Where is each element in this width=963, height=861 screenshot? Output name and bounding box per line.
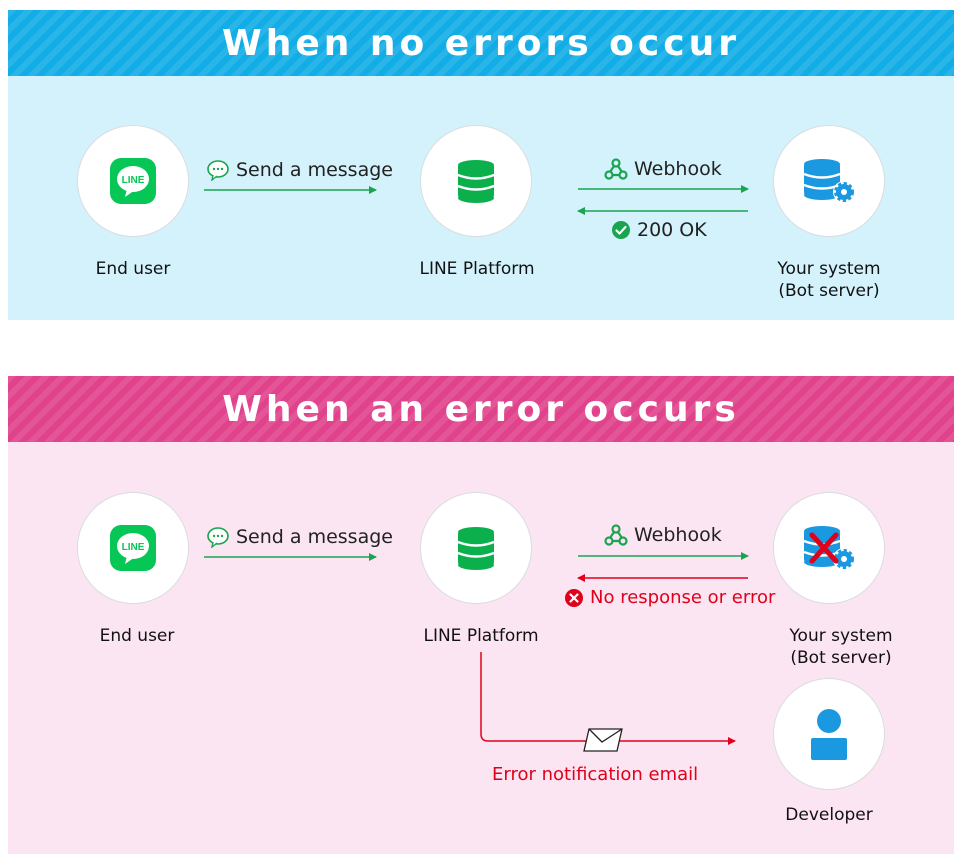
notification-label: Error notification email: [492, 764, 699, 785]
end-user-label: End user: [95, 259, 171, 279]
line-logo-text: LINE: [122, 542, 145, 553]
server-gear-icon: [803, 159, 855, 203]
end-user-node: LINE: [77, 492, 189, 604]
your-system-label: Your system (Bot server): [729, 258, 929, 302]
error-panel: When an error occurs LINE End user LINE: [8, 376, 954, 854]
send-message-text: Send a message: [236, 526, 393, 548]
your-system-node: [773, 125, 885, 237]
webhook-icon: [604, 524, 628, 546]
ok-response-label: 200 OK: [611, 218, 707, 242]
line-platform-label: LINE Platform: [419, 259, 535, 279]
database-icon: [457, 160, 495, 203]
notification-arrow: [480, 652, 736, 745]
envelope-icon: [583, 728, 623, 752]
webhook-label: Webhook: [604, 523, 722, 547]
your-system-label-line2: (Bot server): [778, 281, 880, 301]
end-user-node: LINE: [77, 125, 189, 237]
send-message-text: Send a message: [236, 159, 393, 181]
error-header: When an error occurs: [8, 376, 954, 442]
no-error-header: When no errors occur: [8, 10, 954, 76]
developer-label: Developer: [785, 805, 873, 825]
line-logo-text: LINE: [122, 175, 145, 186]
ok-response-text: 200 OK: [637, 219, 707, 241]
send-message-label: Send a message: [206, 525, 393, 549]
line-platform-node: [420, 125, 532, 237]
speech-bubble-icon: [207, 160, 229, 181]
error-response-label: No response or error: [564, 586, 775, 610]
speech-bubble-icon: [207, 527, 229, 548]
error-response-text: No response or error: [590, 587, 776, 608]
your-system-label-line1: Your system: [789, 626, 893, 646]
your-system-label-line2: (Bot server): [790, 648, 892, 668]
no-error-panel: When no errors occur LINE End user LINE …: [8, 10, 954, 320]
developer-node: [773, 678, 885, 790]
line-platform-label: LINE Platform: [423, 626, 539, 646]
check-circle-icon: [612, 221, 630, 239]
your-system-label-line1: Your system: [777, 259, 881, 279]
webhook-text: Webhook: [634, 524, 722, 546]
no-error-title: When no errors occur: [222, 22, 740, 64]
webhook-label: Webhook: [604, 157, 722, 181]
webhook-text: Webhook: [634, 158, 722, 180]
webhook-icon: [604, 158, 628, 180]
developer-icon: [811, 709, 847, 760]
error-arrows: [204, 552, 749, 752]
error-title: When an error occurs: [222, 388, 740, 430]
line-app-icon: LINE: [110, 525, 156, 571]
error-x-icon: [565, 589, 583, 607]
your-system-node: [773, 492, 885, 604]
line-app-icon: LINE: [110, 158, 156, 204]
end-user-label: End user: [99, 626, 175, 646]
your-system-label: Your system (Bot server): [741, 625, 941, 669]
send-message-label: Send a message: [206, 158, 393, 182]
line-platform-node: [420, 492, 532, 604]
server-error-icon: [803, 526, 855, 570]
no-error-arrows: [204, 185, 749, 215]
database-icon: [457, 527, 495, 570]
